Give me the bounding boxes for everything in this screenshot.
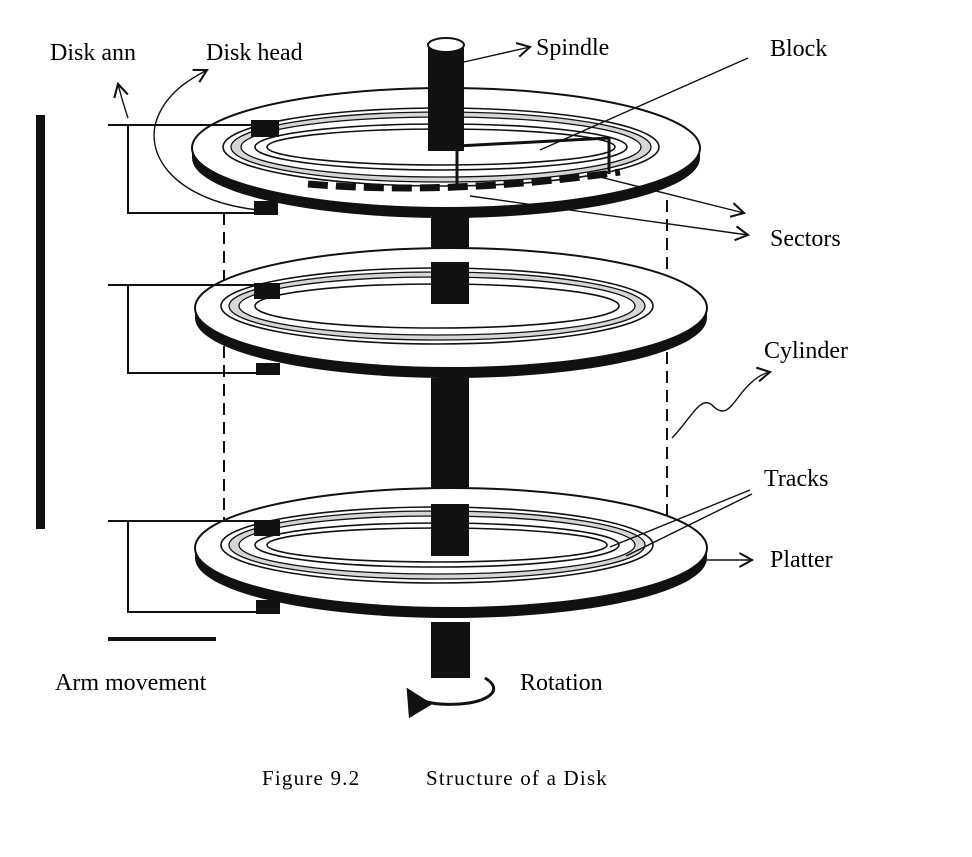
arm-movement-bar bbox=[36, 115, 45, 529]
disk-head-top bbox=[251, 120, 279, 137]
tracks-leader-1 bbox=[609, 489, 751, 548]
spindle-leader bbox=[463, 41, 533, 63]
label-arm-movement: Arm movement bbox=[55, 670, 207, 696]
spindle-top-cap bbox=[427, 37, 465, 53]
spindle-bottom bbox=[431, 622, 470, 678]
spindle-top bbox=[428, 45, 464, 151]
disk-head-middle bbox=[254, 283, 280, 299]
label-sectors: Sectors bbox=[770, 226, 841, 252]
label-rotation: Rotation bbox=[520, 670, 603, 696]
spindle-bottom-stub bbox=[431, 504, 469, 556]
disk-arm-assembly bbox=[108, 124, 272, 613]
arm-movement-line bbox=[108, 637, 216, 641]
rotation-arrow bbox=[406, 676, 496, 719]
label-spindle: Spindle bbox=[536, 35, 609, 61]
disk-head-middle-under bbox=[256, 363, 280, 375]
cylinder-leader bbox=[671, 366, 773, 439]
platter-middle bbox=[194, 247, 708, 378]
label-tracks: Tracks bbox=[764, 466, 828, 492]
label-block: Block bbox=[770, 36, 827, 62]
sectors-leader-1 bbox=[595, 175, 747, 218]
label-disk-head: Disk head bbox=[206, 40, 303, 66]
disk-head-top-under bbox=[254, 201, 278, 215]
sector-band bbox=[307, 168, 621, 192]
label-cylinder: Cylinder bbox=[764, 338, 848, 364]
tracks-leader-2 bbox=[625, 493, 753, 557]
disk-arm-leader bbox=[113, 81, 129, 119]
caption-title: Structure of a Disk bbox=[426, 766, 608, 790]
caption-figure-number: Figure 9.2 bbox=[262, 766, 360, 790]
disk-head-bottom-under bbox=[256, 600, 280, 614]
block-leader bbox=[539, 57, 749, 151]
label-platter: Platter bbox=[770, 547, 833, 573]
sectors-leader-2 bbox=[469, 195, 751, 242]
disk-head-bottom bbox=[254, 520, 280, 536]
label-disk-arm: Disk ann bbox=[50, 40, 136, 66]
disk-head-leader bbox=[153, 68, 259, 211]
spindle-middle-stub bbox=[431, 262, 469, 304]
